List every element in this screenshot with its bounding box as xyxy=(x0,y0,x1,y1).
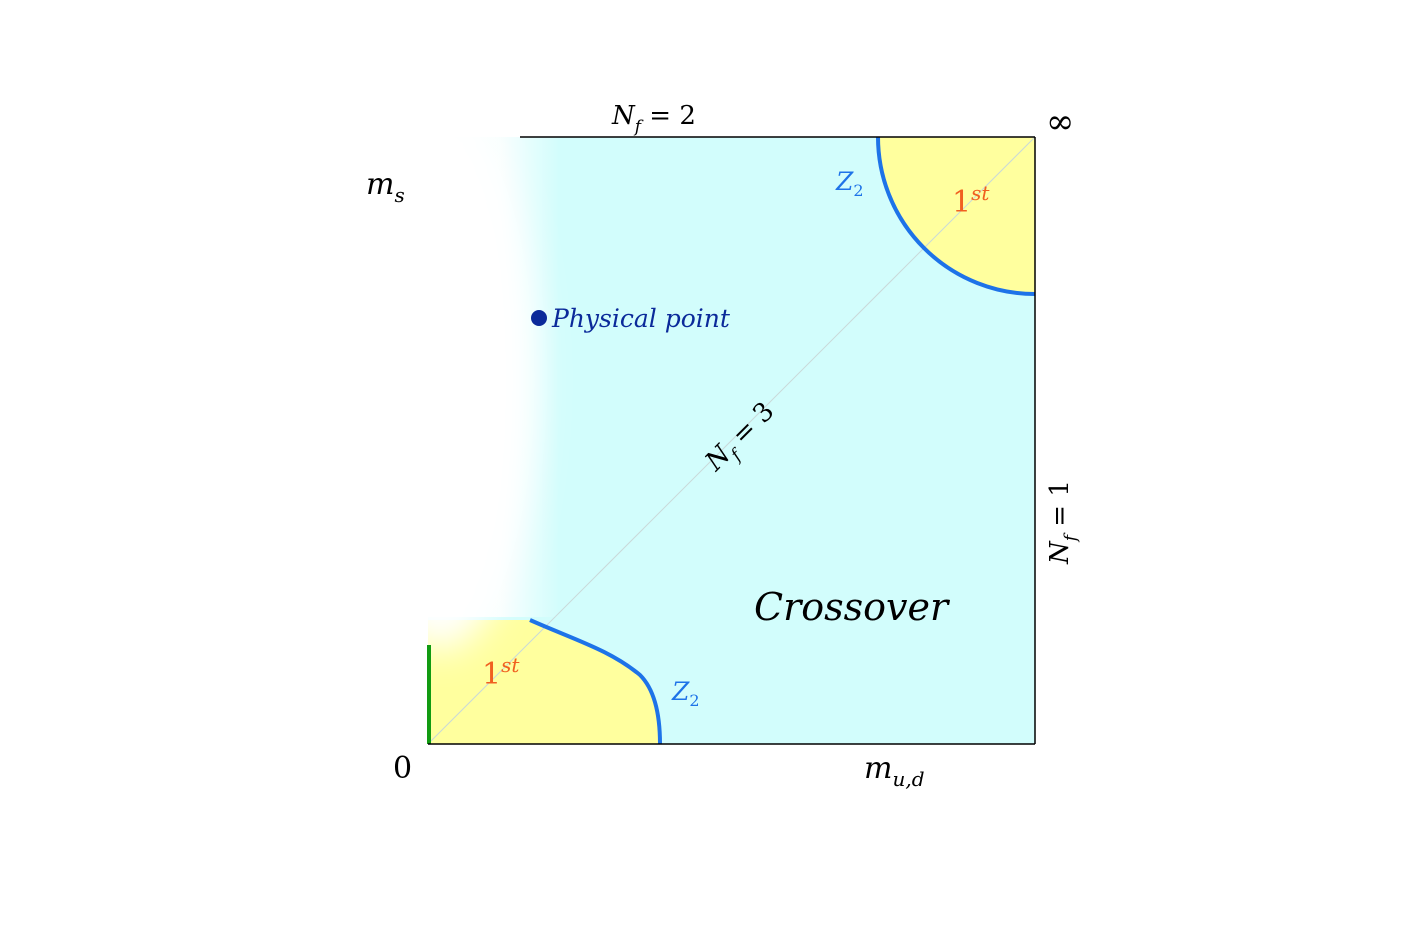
nf2-label: Nf = 2 xyxy=(611,101,696,137)
first-order-label-upper: 1st xyxy=(952,181,990,220)
z2-line-lower xyxy=(529,618,662,745)
nf1-label: Nf = 1 xyxy=(1045,480,1081,565)
z2-label-upper: Z2 xyxy=(835,167,864,200)
y-axis-label: ms xyxy=(366,167,405,207)
infinity-label: ∞ xyxy=(1046,102,1074,142)
unknown-region-fade xyxy=(345,110,558,760)
x-axis-label: mu,d xyxy=(864,751,925,791)
physical-point-label: Physical point xyxy=(551,304,731,333)
z2-label-lower: Z2 xyxy=(671,677,700,710)
crossover-label: Crossover xyxy=(754,585,951,629)
plot-frame xyxy=(428,136,1036,745)
z2-line-upper xyxy=(876,136,1036,296)
physical-point-marker xyxy=(531,310,547,326)
nf3-diagonal-line xyxy=(427,136,1036,745)
first-order-label-lower: 1st xyxy=(482,653,520,692)
origin-label: 0 xyxy=(393,751,412,786)
